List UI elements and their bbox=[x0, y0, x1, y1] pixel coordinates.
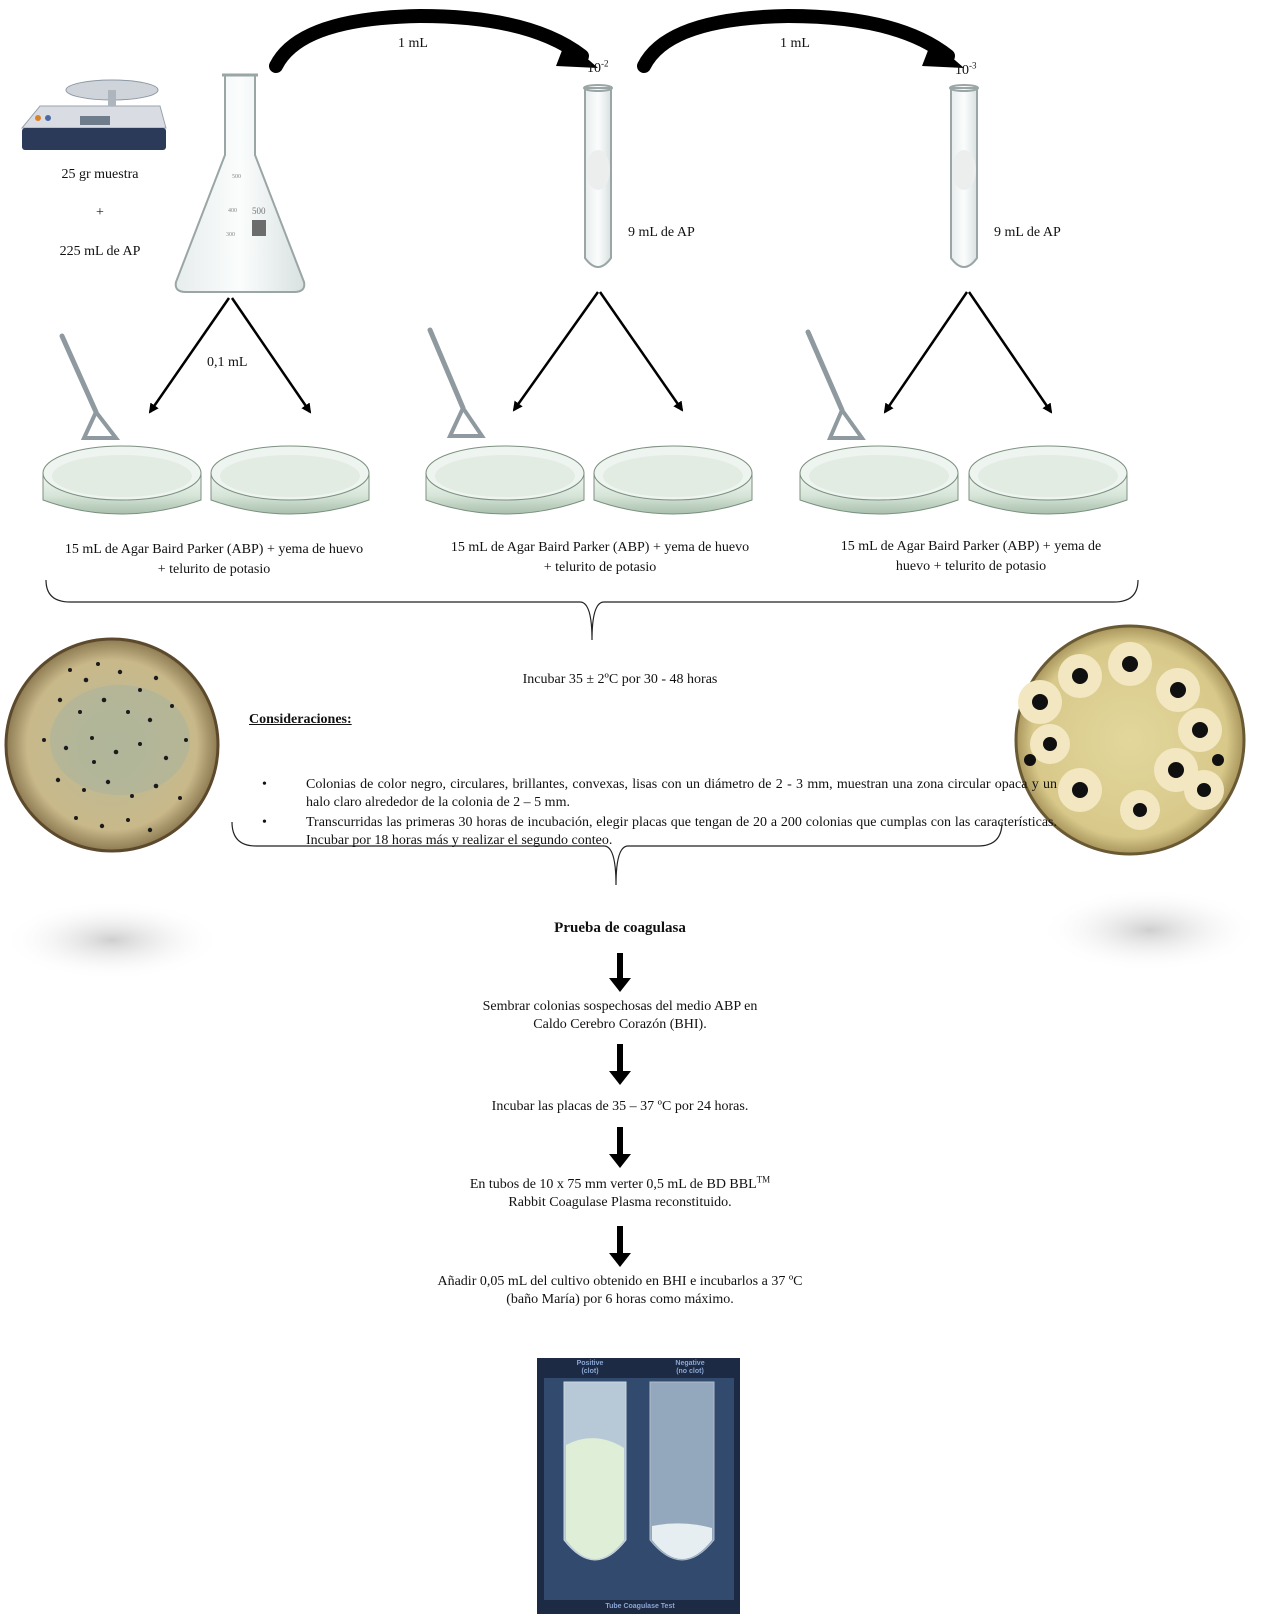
erlenmeyer-flask-icon: 500 500 400 300 bbox=[176, 75, 305, 292]
down-arrow-icon bbox=[609, 1226, 631, 1267]
balance-icon bbox=[22, 80, 166, 150]
transfer-volume-label: 1 mL bbox=[780, 35, 810, 53]
petri-dish-icon bbox=[800, 446, 958, 514]
petri-dish-icon bbox=[594, 446, 752, 514]
down-arrow-icon bbox=[609, 953, 631, 992]
plating-arrows-icon bbox=[150, 292, 1051, 412]
medium-label: 15 mL de Agar Baird Parker (ABP) + yema … bbox=[450, 538, 750, 578]
down-arrow-icon bbox=[609, 1044, 631, 1085]
sample-plus: + bbox=[30, 204, 170, 222]
diluent-label: 225 mL de AP bbox=[30, 243, 170, 261]
colony-plate-photo-left bbox=[2, 639, 222, 980]
tube-volume-label: 9 mL de AP bbox=[628, 224, 695, 242]
spreader-icon bbox=[430, 330, 482, 436]
incubation-instruction: Incubar 35 ± 2ºC por 30 - 48 horas bbox=[420, 671, 820, 689]
svg-text:300: 300 bbox=[226, 232, 235, 238]
considerations-list: • Colonias de color negro, circulares, b… bbox=[262, 776, 1057, 852]
petri-dish-icon bbox=[43, 446, 201, 514]
petri-dish-icon bbox=[426, 446, 584, 514]
coagulase-title: Prueba de coagulasa bbox=[470, 919, 770, 937]
dilution-label: 10-2 bbox=[587, 60, 609, 78]
brace-top bbox=[46, 580, 1138, 640]
coagulase-step: Sembrar colonias sospechosas del medio A… bbox=[470, 998, 770, 1034]
petri-dish-icon bbox=[211, 446, 369, 514]
spreader-icon bbox=[62, 336, 116, 438]
coagulase-step: Incubar las placas de 35 – 37 ºC por 24 … bbox=[420, 1098, 820, 1116]
photo-label-negative: Negative(no clot) bbox=[660, 1360, 720, 1376]
dilution-label: 10-3 bbox=[955, 62, 977, 80]
medium-label: 15 mL de Agar Baird Parker (ABP) + yema … bbox=[64, 540, 364, 580]
sample-label: 25 gr muestra bbox=[30, 166, 170, 184]
coagulase-test-photo bbox=[537, 1358, 740, 1614]
photo-caption: Tube Coagulase Test bbox=[560, 1603, 720, 1611]
transfer-volume-label: 1 mL bbox=[398, 35, 428, 53]
list-item: • Transcurridas las primeras 30 horas de… bbox=[262, 814, 1057, 850]
bullet-icon: • bbox=[262, 814, 267, 832]
plating-volume-label: 0,1 mL bbox=[207, 354, 247, 372]
test-tube-icon bbox=[950, 85, 978, 267]
coagulase-step: En tubos de 10 x 75 mm verter 0,5 mL de … bbox=[450, 1176, 790, 1212]
bullet-icon: • bbox=[262, 776, 267, 794]
svg-text:500: 500 bbox=[232, 174, 241, 180]
petri-dish-icon bbox=[969, 446, 1127, 514]
svg-text:400: 400 bbox=[228, 208, 237, 214]
transfer-arrow-icon bbox=[276, 16, 598, 68]
considerations-heading: Consideraciones: bbox=[249, 711, 352, 729]
tube-volume-label: 9 mL de AP bbox=[994, 224, 1061, 242]
svg-text:500: 500 bbox=[252, 206, 266, 216]
test-tube-icon bbox=[584, 85, 612, 267]
medium-label: 15 mL de Agar Baird Parker (ABP) + yema … bbox=[826, 537, 1116, 577]
down-arrow-icon bbox=[609, 1127, 631, 1168]
spreader-icon bbox=[808, 332, 862, 438]
photo-label-positive: Positive(clot) bbox=[560, 1360, 620, 1376]
coagulase-step: Añadir 0,05 mL del cultivo obtenido en B… bbox=[430, 1273, 810, 1309]
list-item: • Colonias de color negro, circulares, b… bbox=[262, 776, 1057, 812]
